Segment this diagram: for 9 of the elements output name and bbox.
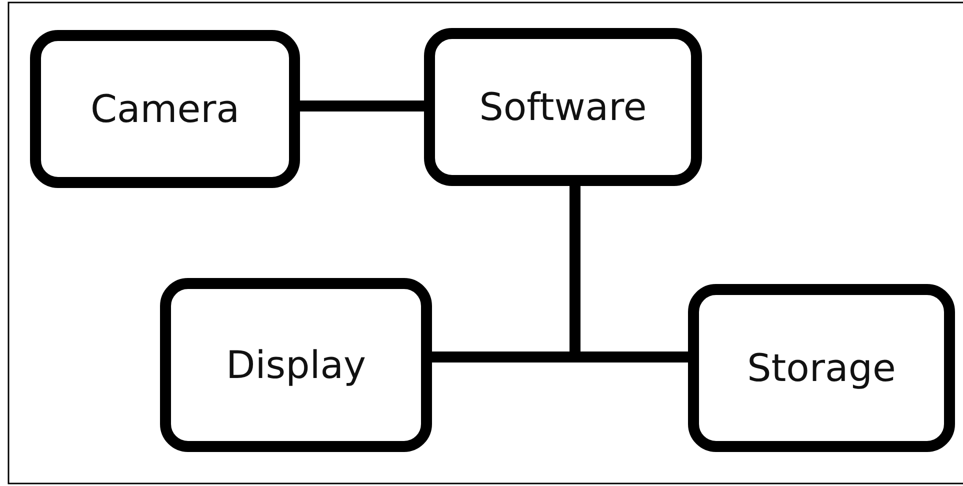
component-box <box>688 284 955 452</box>
node-label: Display <box>226 343 366 387</box>
node-label: Software <box>479 85 647 129</box>
component-box <box>30 30 300 188</box>
connector-line <box>300 100 424 112</box>
component-box <box>160 278 432 452</box>
component-box <box>424 28 702 186</box>
node-label: Storage <box>747 346 896 390</box>
node-label: Camera <box>90 87 240 131</box>
